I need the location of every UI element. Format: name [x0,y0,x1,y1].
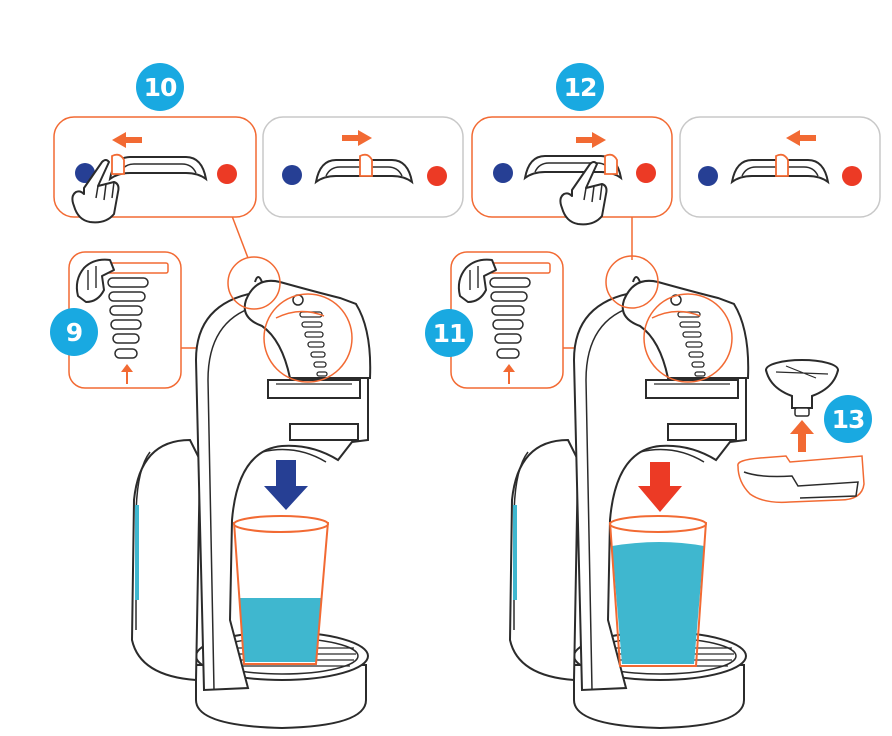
svg-text:12: 12 [564,73,597,102]
arrow-up-icon [790,420,814,452]
arrow-down-icon [264,460,308,510]
arrow-left-icon [112,132,142,148]
arrow-right-icon [342,130,372,146]
panel-water-level-left [68,251,182,389]
glass-right [609,515,707,667]
arrow-up-icon [503,364,515,384]
panel-slide-left [53,116,257,224]
arrow-left-icon [786,130,816,146]
panel-slide-right-result [262,116,464,218]
zoom-circle-lever-left [263,293,353,383]
hot-dot-icon [217,164,237,184]
cold-dot-icon [282,165,302,185]
arrow-right-icon [576,132,606,148]
zoom-circle-switch-right [605,255,659,309]
hot-dot-icon [636,163,656,183]
step-badge-11: 11 [425,309,473,357]
svg-text:11: 11 [433,319,466,348]
hot-dot-icon [842,166,862,186]
arrow-up-icon [121,364,133,384]
panel-slide-left-result [679,116,881,218]
panel-slide-right [471,116,673,226]
callout-line-10 [231,215,249,259]
cold-dot-icon [493,163,513,183]
step-badge-12: 12 [556,63,604,111]
step-badge-10: 10 [136,63,184,111]
cold-dot-icon [698,166,718,186]
panel-water-level-right [450,251,564,389]
svg-text:10: 10 [144,73,177,102]
arrow-down-icon [638,462,682,512]
svg-text:13: 13 [832,405,865,434]
capsule-removal [737,359,865,504]
step-badge-9: 9 [50,308,98,356]
step-badge-13: 13 [824,395,872,443]
glass-left [233,515,329,665]
hot-dot-icon [427,166,447,186]
zoom-circle-switch-left [227,256,281,310]
svg-text:9: 9 [66,318,82,347]
zoom-circle-lever-right [643,293,733,383]
